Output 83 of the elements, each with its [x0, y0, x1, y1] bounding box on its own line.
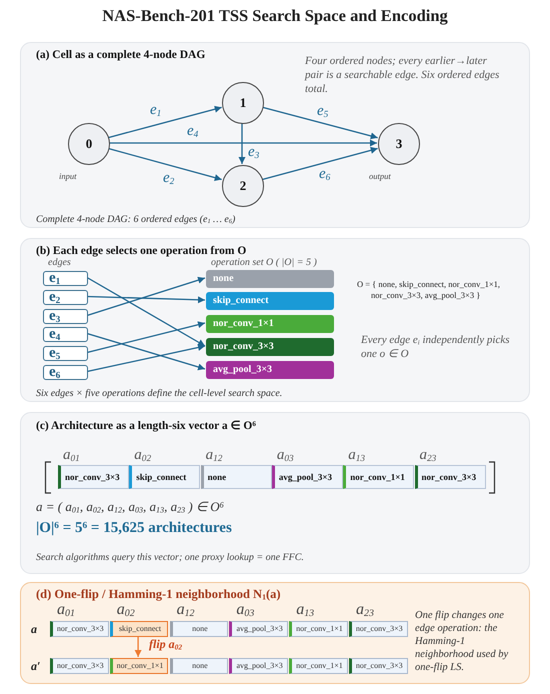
row-label: a — [31, 622, 37, 636]
vector-cell: nor_conv_1×1 — [289, 621, 348, 637]
edge-box: e$_{2}$ — [43, 290, 88, 305]
arrow — [86, 321, 206, 354]
index-label: a$_{12}$ — [176, 602, 194, 618]
node-circle: 3 — [378, 123, 420, 165]
edge-box: e$_{1}$ — [43, 271, 88, 286]
vector-cell: avg_pool_3×3 — [272, 465, 343, 489]
index-label: a$_{01}$ — [63, 447, 80, 463]
panel-card — [20, 412, 530, 574]
arrow — [108, 148, 222, 182]
panel-card — [20, 238, 530, 402]
column-heading: edges — [48, 257, 71, 269]
operation-box: nor_conv_1×1 — [206, 315, 334, 333]
vector-cell: skip_connect — [110, 621, 168, 637]
index-label: a$_{23}$ — [420, 447, 436, 463]
operation-box: avg_pool_3×3 — [206, 361, 334, 379]
panel-caption: Complete 4-node DAG: 6 ordered edges (e$_{1}$ … e$_{6}$) — [36, 214, 236, 226]
index-label: a$_{13}$ — [296, 602, 314, 618]
vector-cell: none — [170, 621, 228, 637]
index-label: a$_{02}$ — [134, 447, 152, 463]
formula-text: a = ( a$_{01}$, a$_{02}$, a$_{12}$, a$_{03}$, a$_{13}$, a$_{23}$ ) ∈ O$^{6}$ — [36, 499, 224, 515]
vector-cell: nor_conv_1×1 — [289, 658, 348, 674]
index-label: a$_{01}$ — [57, 602, 75, 618]
vector-cell: nor_conv_3×3 — [349, 621, 408, 637]
arrow — [238, 123, 246, 164]
set-definition: O = { none, skip_connect, nor_conv_1×1, nor_conv_3×3, avg_pool_3×3 } — [357, 279, 502, 301]
note-text: Four ordered nodes; every earlier→later pair is a searchable edge. Six ordered edges total. — [305, 54, 500, 96]
panel-caption: Search algorithms query this vector; one proxy lookup = one FFC. — [36, 552, 304, 564]
node-circle: 2 — [222, 165, 264, 207]
index-label: a$_{03}$ — [276, 447, 294, 463]
vector-cell: nor_conv_3×3 — [349, 658, 408, 674]
vector-cell: nor_conv_1×1 — [343, 465, 414, 489]
row-label: a′ — [31, 659, 40, 674]
column-heading: operation set O ( |O| = 5 ) — [211, 257, 317, 269]
operation-box: nor_conv_3×3 — [206, 338, 334, 356]
diagram-title: NAS-Bench-201 TSS Search Space and Encoding — [102, 6, 448, 26]
index-label: a$_{12}$ — [206, 447, 222, 463]
vector-cell: none — [200, 465, 272, 489]
vector-cell: nor_conv_3×3 — [58, 465, 129, 489]
panel-heading: (b) Each edge selects one operation from O — [36, 245, 246, 258]
operation-box: skip_connect — [206, 292, 334, 310]
panel-card — [20, 42, 530, 228]
vector-cell: skip_connect — [129, 465, 200, 489]
arrow — [134, 636, 142, 657]
node-circle: 1 — [222, 82, 264, 124]
vector-cell: nor_conv_3×3 — [50, 658, 108, 674]
edge-box: e$_{3}$ — [43, 309, 88, 324]
node-circle: 0 — [68, 123, 110, 165]
arrow — [108, 106, 222, 138]
edge-box: e$_{5}$ — [43, 346, 88, 361]
arrow — [109, 140, 377, 146]
vector-cell: avg_pool_3×3 — [229, 621, 288, 637]
edge-box: e$_{6}$ — [43, 365, 88, 380]
vector-cell: nor_conv_1×1 — [110, 658, 168, 674]
index-label: a$_{03}$ — [236, 602, 254, 618]
panel-caption: Six edges × five operations define the cell-level search space. — [36, 388, 282, 400]
panel-card — [20, 582, 530, 684]
arrow — [262, 146, 378, 180]
vector-cell: nor_conv_3×3 — [50, 621, 108, 637]
arrow — [86, 276, 206, 316]
node-caption: input — [59, 171, 76, 182]
index-label: a$_{13}$ — [348, 447, 365, 463]
edge-box: e$_{4}$ — [43, 327, 88, 342]
note-text: Every edge e$_{i}$ independently picks one o ∈ O — [361, 333, 511, 361]
vector-cell: nor_conv_3×3 — [414, 465, 486, 489]
node-caption: output — [369, 171, 391, 182]
arrow — [86, 332, 206, 370]
arrow — [86, 344, 206, 372]
arrow — [86, 276, 206, 347]
arrow — [262, 106, 378, 140]
panel-heading: (a) Cell as a complete 4-node DAG — [36, 49, 206, 63]
vector-cell: none — [170, 658, 228, 674]
index-label: a$_{02}$ — [116, 602, 135, 618]
count-formula: |O|$^{6}$ = 5$^{6}$ = 15,625 architectures — [36, 519, 232, 537]
edge-label: flip a$_{02}$ — [148, 638, 184, 650]
note-text: One flip changes one edge operation: the Hamming-1 neighborhood used by one-flip LS. — [415, 609, 510, 674]
arrow — [86, 296, 206, 304]
index-label: a$_{23}$ — [356, 602, 374, 618]
vector-cell: avg_pool_3×3 — [229, 658, 288, 674]
panel-heading: (d) One-flip / Hamming-1 neighborhood N$_{1}$(a) — [36, 587, 281, 602]
panel-heading: (c) Architecture as a length-six vector a ∈ O$^{6}$ — [36, 420, 256, 434]
operation-box: none — [206, 270, 334, 288]
